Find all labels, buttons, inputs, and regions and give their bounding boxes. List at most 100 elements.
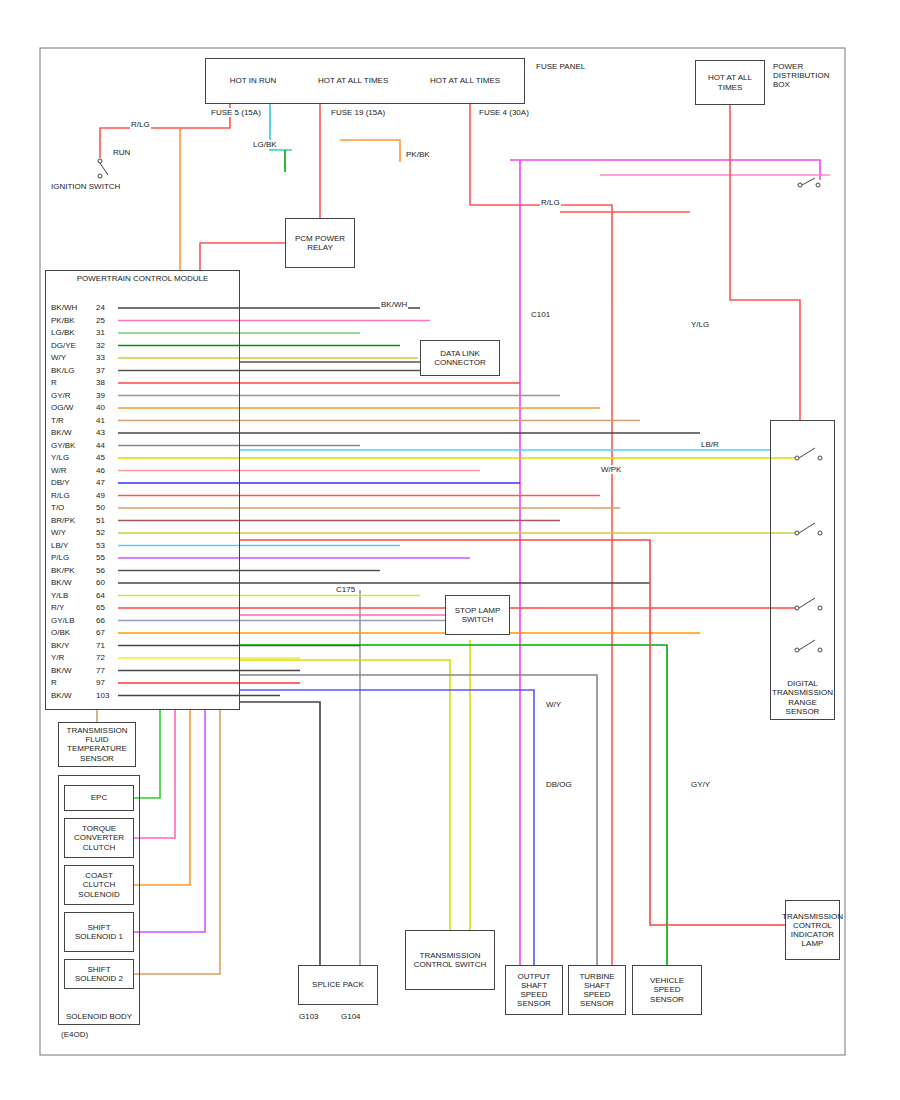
wire-color: W/Y	[50, 353, 67, 362]
wire-color: BK/W	[50, 691, 72, 700]
pin-number: 56	[95, 566, 106, 575]
wire-connector	[134, 710, 175, 838]
wire-label: W/PK	[600, 465, 622, 474]
solenoid-box: SHIFT SOLENOID 2	[64, 959, 134, 989]
sensor-box: TRANSMISSION FLUID TEMPERATURE SENSOR	[58, 722, 136, 767]
wire-label: BK/WH	[380, 300, 408, 309]
solenoid-body: SOLENOID BODYEPCTORQUE CONVERTER CLUTCHC…	[58, 775, 140, 1025]
wire-connector	[134, 710, 190, 885]
node-label: HOT AT ALL TIMES	[699, 73, 761, 91]
wire-color: W/R	[50, 466, 68, 475]
wire-label: R/LG	[130, 120, 151, 129]
node-label: DATA LINK CONNECTOR	[424, 349, 496, 367]
connector-box: DATA LINK CONNECTOR	[420, 340, 500, 376]
pin-number: 40	[95, 403, 106, 412]
wire-color: DB/Y	[50, 478, 71, 487]
wire-label: (E4OD)	[60, 1030, 89, 1039]
wire-label: G104	[340, 1012, 362, 1021]
relay-box: PCM POWER RELAY	[285, 218, 355, 268]
wire-label: LG/BK	[252, 140, 278, 149]
node-label: TRANSMISSION CONTROL SWITCH	[409, 951, 491, 969]
pin-number: 65	[95, 603, 106, 612]
wire-color: BK/W	[50, 428, 72, 437]
node-label: SHIFT SOLENOID 1	[68, 923, 130, 941]
pin-number: 50	[95, 503, 106, 512]
wire-color: LG/BK	[50, 328, 76, 337]
pin-number: 49	[95, 491, 106, 500]
wire-color: PK/BK	[50, 316, 76, 325]
wire-connector	[134, 710, 160, 798]
wire-label: G103	[298, 1012, 320, 1021]
wire-label: FUSE 4 (30A)	[478, 108, 530, 117]
wire-connector	[240, 361, 420, 363]
wire-label: DB/OG	[545, 780, 573, 789]
node-label: EPC	[91, 793, 107, 802]
node-label: STOP LAMP SWITCH	[449, 606, 506, 624]
wire-connector	[200, 243, 285, 270]
wire-label: GY/Y	[690, 780, 711, 789]
wire-color: R/Y	[50, 603, 65, 612]
wire-connector	[240, 614, 445, 616]
wire-label: R/LG	[540, 198, 561, 207]
pin-number: 53	[95, 541, 106, 550]
wire-connector	[240, 702, 320, 965]
pin-number: 64	[95, 591, 106, 600]
sensor-box: TURBINE SHAFT SPEED SENSOR	[568, 965, 626, 1015]
wire-color: BR/PK	[50, 516, 76, 525]
node-label: SHIFT SOLENOID 2	[68, 965, 130, 983]
wire-color: GY/BK	[50, 441, 76, 450]
pin-number: 24	[95, 303, 106, 312]
pin-number: 38	[95, 378, 106, 387]
pin-number: 46	[95, 466, 106, 475]
pin-number: 43	[95, 428, 106, 437]
wire-connector	[240, 675, 597, 965]
wire-color: W/Y	[50, 528, 67, 537]
pin-number: 41	[95, 416, 106, 425]
wire-color: DG/YE	[50, 341, 77, 350]
wire-color: Y/LG	[50, 453, 70, 462]
node-label: TORQUE CONVERTER CLUTCH	[68, 824, 130, 852]
wire-label: LB/R	[700, 440, 720, 449]
node-label: HOT IN RUN	[230, 76, 277, 85]
node-label: TURBINE SHAFT SPEED SENSOR	[572, 972, 622, 1009]
wire-label: PK/BK	[405, 150, 431, 159]
pin-number: 72	[95, 653, 106, 662]
wire-label: POWER DISTRIBUTION BOX	[772, 62, 842, 90]
node-label: POWERTRAIN CONTROL MODULE	[77, 274, 209, 283]
wire-label: Y/LG	[690, 320, 710, 329]
sensor-box: OUTPUT SHAFT SPEED SENSOR	[505, 965, 563, 1015]
pin-number: 47	[95, 478, 106, 487]
switch-box: STOP LAMP SWITCH	[445, 595, 510, 635]
solenoid-box: SHIFT SOLENOID 1	[64, 912, 134, 952]
node-label: PCM POWER RELAY	[289, 234, 351, 252]
pin-number: 52	[95, 528, 106, 537]
pin-number: 55	[95, 553, 106, 562]
wire-connector	[134, 710, 205, 932]
node-label: VEHICLE SPEED SENSOR	[636, 976, 698, 1004]
node-label: TRANSMISSION CONTROL INDICATOR LAMP	[782, 912, 843, 949]
pin-number: 67	[95, 628, 106, 637]
wire-color: R	[50, 678, 58, 687]
wire-color: GY/R	[50, 391, 72, 400]
fuse-panel: HOT IN RUNHOT AT ALL TIMESHOT AT ALL TIM…	[205, 58, 525, 104]
node-label: OUTPUT SHAFT SPEED SENSOR	[509, 972, 559, 1009]
pin-number: 97	[95, 678, 106, 687]
wire-color: BK/LG	[50, 366, 76, 375]
node-label: SPLICE PACK	[312, 980, 364, 989]
pin-number: 60	[95, 578, 106, 587]
wire-label: FUSE 5 (15A)	[210, 108, 262, 117]
wire-color: BK/W	[50, 666, 72, 675]
wire-color: O/BK	[50, 628, 71, 637]
wire-connector	[240, 449, 770, 451]
pin-number: 45	[95, 453, 106, 462]
wire-color: BK/PK	[50, 566, 76, 575]
pin-number: 44	[95, 441, 106, 450]
wire-connector	[240, 645, 667, 965]
wire-color: T/O	[50, 503, 65, 512]
splice-box: SPLICE PACK	[298, 965, 378, 1005]
node-label: DIGITAL TRANSMISSION RANGE SENSOR	[772, 679, 833, 716]
switch-box: TRANSMISSION CONTROL SWITCH	[405, 930, 495, 990]
pin-number: 32	[95, 341, 106, 350]
wire-color: OG/W	[50, 403, 74, 412]
